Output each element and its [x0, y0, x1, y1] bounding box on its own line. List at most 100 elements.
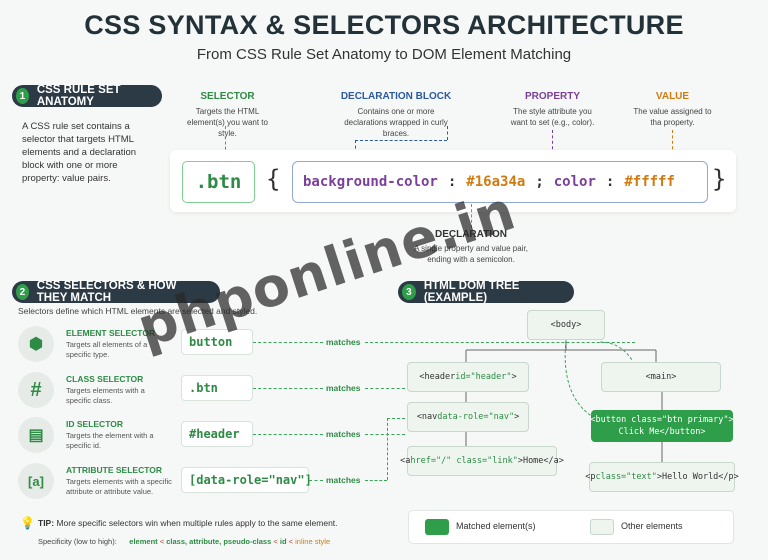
attribute-connector-c	[387, 418, 388, 480]
specificity-lt-2: <	[273, 537, 278, 546]
specificity-inline: inline style	[295, 537, 331, 546]
node-a-attr: href="/" class="link"	[410, 456, 518, 466]
section-3-number: 3	[402, 284, 416, 300]
id-selector-name: ID SELECTOR	[66, 419, 123, 429]
attribute-matches: matches	[326, 475, 361, 485]
section-2-header: 2 CSS SELECTORS & HOW THEY MATCH	[12, 280, 220, 304]
colon-1: :	[447, 174, 457, 190]
attribute-connector-d	[387, 418, 405, 419]
value-2: #fffff	[624, 174, 675, 190]
page-title: CSS SYNTAX & SELECTORS ARCHITECTURE	[84, 10, 684, 40]
declaration-callout-text: A single property and value pair, ending…	[414, 244, 528, 264]
declaration-callout-label: DECLARATION	[434, 229, 508, 240]
selector-callout-label: SELECTOR	[200, 91, 255, 102]
attribute-selector-code: [data-role="nav"]	[181, 467, 312, 493]
declaration-block: background-color : #16a34a ; color : #ff…	[292, 161, 708, 203]
declaration-block-connector-r	[447, 126, 448, 140]
selector-connector	[225, 126, 226, 160]
section-3-header: 3 HTML DOM TREE (EXAMPLE)	[398, 280, 574, 304]
brackets-icon: [a]	[18, 463, 54, 499]
section-1-description: A CSS rule set contains a selector that …	[22, 121, 137, 184]
specificity-id: id	[279, 537, 287, 546]
cube-icon: ⬢	[18, 326, 54, 362]
tip-text: More specific selectors win when multipl…	[56, 518, 338, 528]
attribute-selector-desc: Targets elements with a specific attribu…	[66, 477, 172, 496]
rule-selector: .btn	[182, 161, 255, 203]
node-p: <p class="text">Hello World</p>	[585, 462, 739, 492]
node-header: <header id="header">	[407, 362, 529, 392]
legend-matched-label: Matched element(s)	[456, 521, 536, 531]
value-1: #16a34a	[466, 174, 526, 190]
section-2-title: CSS SELECTORS & HOW THEY MATCH	[36, 280, 177, 304]
property-1: background-color	[303, 174, 438, 190]
attribute-selector-name: ATTRIBUTE SELECTOR	[66, 465, 163, 475]
id-card-icon: ▤	[18, 417, 54, 453]
brackets-glyph: [a]	[28, 473, 44, 489]
section-1-number: 1	[16, 88, 29, 104]
declaration-block-callout-text: Contains one or more declarations wrappe…	[344, 107, 448, 138]
specificity-lt-1: <	[159, 537, 165, 546]
class-selector-name: CLASS SELECTOR	[66, 374, 144, 384]
legend	[408, 510, 734, 544]
element-selector-desc: Targets all elements of a specific type.	[66, 340, 148, 359]
value-callout: VALUE The value assigned to tha property…	[630, 91, 715, 128]
id-connector-b	[365, 434, 405, 435]
element-selector-name: ELEMENT SELECTOR	[66, 328, 156, 338]
node-button-matched: <button class="btn primary"> Click Me</b…	[590, 410, 734, 442]
selector-callout-text: Targets the HTML element(s) you want to …	[187, 107, 268, 138]
class-matches: matches	[326, 383, 361, 393]
class-selector-desc: Targets elements with a specific class.	[66, 386, 145, 405]
specificity-label: Specificity (low to high):	[38, 537, 117, 546]
legend-other-swatch	[590, 519, 614, 535]
property-callout-label: PROPERTY	[524, 91, 580, 102]
attribute-connector-a	[309, 480, 323, 481]
class-selector-info: CLASS SELECTOR Targets elements with a s…	[66, 374, 166, 406]
id-selector-info: ID SELECTOR Targets the element with a s…	[66, 419, 166, 451]
id-matches: matches	[326, 429, 361, 439]
section-2-intro: Selectors define which HTML elements are…	[18, 306, 258, 316]
element-matches: matches	[326, 337, 361, 347]
lightbulb-icon: 💡	[20, 516, 35, 530]
tip: TIP: More specific selectors win when mu…	[38, 518, 338, 528]
property-callout-text: The style attribute you want to set (e.g…	[510, 107, 595, 127]
property-connector	[552, 130, 553, 160]
selector-callout: SELECTOR Targets the HTML element(s) you…	[180, 91, 275, 139]
cube-glyph: ⬢	[29, 336, 43, 353]
section-1-header: 1 CSS RULE SET ANATOMY	[12, 84, 162, 108]
value-callout-label: VALUE	[655, 91, 690, 102]
section-1-title: CSS RULE SET ANATOMY	[36, 84, 121, 108]
node-nav: <nav data-role="nav">	[407, 402, 529, 432]
specificity-line: Specificity (low to high): element < cla…	[38, 537, 330, 546]
node-main: <main>	[601, 362, 721, 392]
page-subtitle: From CSS Rule Set Anatomy to DOM Element…	[196, 46, 572, 63]
specificity-class: class, attribute, pseudo-class	[166, 537, 272, 546]
node-header-tag: <header	[419, 372, 456, 382]
property-2: color	[553, 174, 596, 190]
class-selector-code: .btn	[181, 375, 253, 401]
declaration-block-connector-h	[355, 140, 447, 141]
tip-label: TIP:	[38, 518, 55, 528]
specificity-lt-3: <	[288, 537, 294, 546]
id-selector-code: #header	[181, 421, 253, 447]
property-callout: PROPERTY The style attribute you want to…	[505, 91, 600, 128]
hash-icon: #	[18, 372, 54, 408]
id-card-glyph: ▤	[28, 427, 44, 444]
declaration-callout: DECLARATION A single property and value …	[410, 229, 532, 265]
element-connector-a	[253, 342, 323, 343]
class-connector-a	[253, 388, 323, 389]
legend-other-label: Other elements	[621, 521, 683, 531]
node-a-tag: <a	[400, 456, 411, 466]
node-body: <body>	[527, 310, 605, 340]
declaration-block-callout-label: DECLARATION BLOCK	[340, 91, 452, 102]
node-nav-attr: data-role="nav"	[437, 412, 515, 422]
open-brace: {	[266, 165, 281, 193]
node-nav-tag: <nav	[416, 412, 438, 422]
id-connector-a	[253, 434, 323, 435]
close-brace: }	[712, 165, 727, 193]
class-connector-b	[365, 388, 405, 389]
node-header-attr: id="header"	[455, 372, 512, 382]
node-button-line2: Click Me</button>	[618, 427, 706, 437]
declaration-connector	[471, 204, 472, 228]
section-3-title: HTML DOM TREE (EXAMPLE)	[423, 280, 520, 304]
